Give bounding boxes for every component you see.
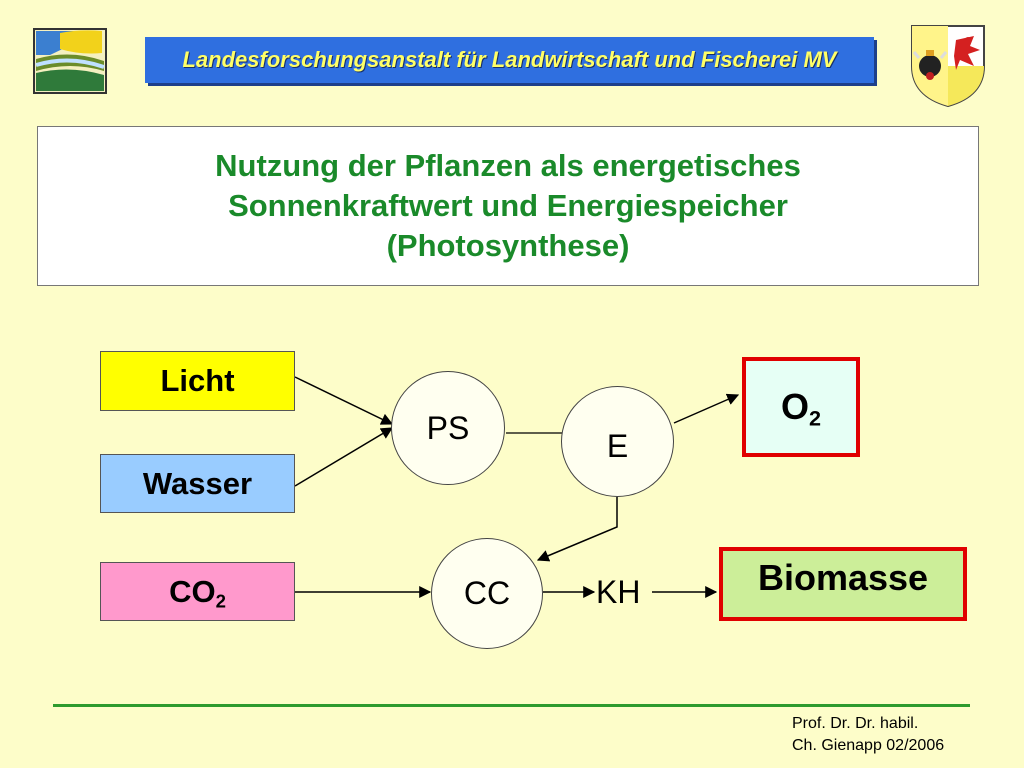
kh-label: KH: [596, 574, 641, 610]
author-line-2: Ch. Gienapp 02/2006: [792, 737, 945, 754]
wasser-box: Wasser: [100, 454, 295, 513]
footer-divider: [53, 704, 970, 707]
cc-label: CC: [463, 575, 511, 611]
wasser-label: Wasser: [142, 465, 253, 501]
arrow-e-o2: [673, 393, 740, 424]
e-node: E: [561, 386, 674, 497]
institute-banner: Landesforschungsanstalt für Landwirtscha…: [145, 37, 874, 83]
banner-text: Landesforschungsanstalt für Landwirtscha…: [182, 47, 837, 72]
o2-label: O2: [780, 386, 822, 431]
co2-label: CO2: [169, 573, 226, 612]
e-label: E: [606, 428, 629, 464]
author-line-1: Prof. Dr. Dr. habil.: [792, 715, 919, 732]
arrow-licht-ps: [294, 376, 394, 425]
coat-of-arms-icon: [908, 22, 988, 108]
title-box: Nutzung der Pflanzen als energetisches S…: [37, 126, 979, 286]
arrow-wasser-ps: [294, 427, 394, 487]
licht-label: Licht: [160, 363, 235, 398]
ps-label: PS: [426, 409, 470, 446]
title-line-3: (Photosynthese): [386, 228, 630, 263]
cc-node: CC: [431, 538, 543, 649]
author-credit: Prof. Dr. Dr. habil. Ch. Gienapp 02/2006: [792, 713, 944, 757]
o2-box: O2: [742, 357, 860, 457]
co2-box: CO2: [100, 562, 295, 621]
biomasse-label: Biomasse: [757, 557, 929, 598]
licht-box: Licht: [100, 351, 295, 411]
title-line-2: Sonnenkraftwert und Energiespeicher: [228, 188, 788, 223]
institute-logo-icon: [30, 25, 110, 97]
biomasse-box: Biomasse: [719, 547, 967, 621]
ps-node: PS: [391, 371, 505, 485]
arrow-e-cc: [536, 497, 618, 562]
title-line-1: Nutzung der Pflanzen als energetisches: [215, 148, 801, 183]
